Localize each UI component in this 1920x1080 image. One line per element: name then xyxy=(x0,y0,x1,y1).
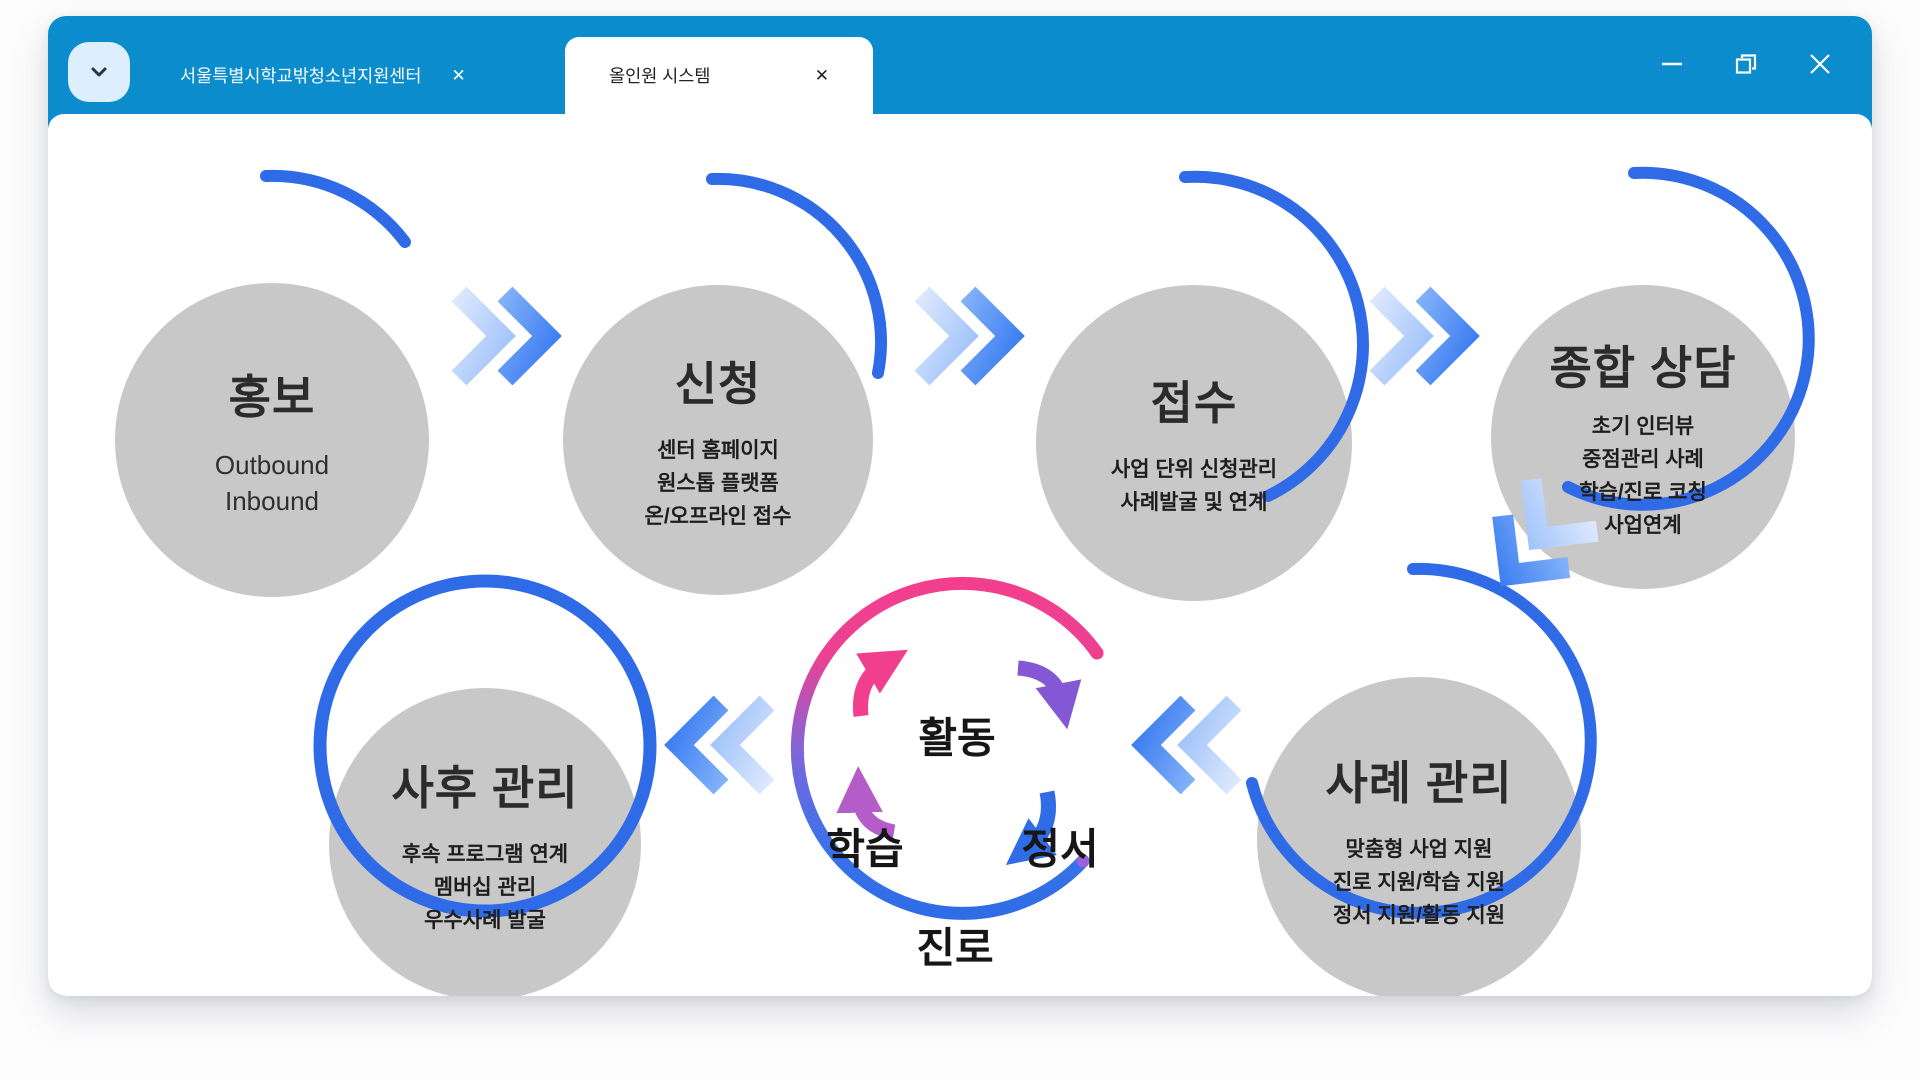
minimize-icon xyxy=(1662,62,1682,66)
chevron-down-icon xyxy=(91,67,107,77)
step-title: 접수 xyxy=(1150,377,1238,429)
tab-list-button[interactable] xyxy=(68,42,130,102)
tab-close-icon[interactable]: ✕ xyxy=(814,66,829,85)
step-line: Outbound xyxy=(214,450,330,480)
step-line: 초기 인터뷰 xyxy=(1591,415,1695,438)
step-line: 사업 단위 신청관리 xyxy=(1110,458,1278,481)
step-line: 우수사례 발굴 xyxy=(424,908,546,932)
step-line: 맞춤형 사업 지원 xyxy=(1345,837,1493,861)
tab-label: 올인원 시스템 xyxy=(609,66,711,86)
step-line: 중점관리 사례 xyxy=(1582,448,1704,471)
tab-allinone-system[interactable]: 올인원 시스템 ✕ xyxy=(565,37,873,114)
close-icon xyxy=(1810,54,1830,74)
tab-close-icon[interactable]: ✕ xyxy=(451,66,466,85)
step-line: 사례발굴 및 연계 xyxy=(1120,491,1268,514)
step-line: Inbound xyxy=(225,486,319,516)
cycle-label-career: 진로 xyxy=(916,924,994,972)
step-line: 온/오프라인 접수 xyxy=(644,504,792,528)
minimize-button[interactable] xyxy=(1660,52,1684,76)
step-line: 원스톱 플랫폼 xyxy=(657,471,779,495)
step-line: 사업연계 xyxy=(1604,514,1682,537)
step-title: 홍보 xyxy=(228,371,316,423)
step-line: 멤버십 관리 xyxy=(433,875,537,899)
step-title: 신청 xyxy=(674,357,762,410)
step-title: 사례 관리 xyxy=(1325,756,1513,809)
step-line: 진로 지원/학습 지원 xyxy=(1332,870,1506,894)
step-line: 정서 지원/활동 지원 xyxy=(1332,903,1506,927)
titlebar: 서울특별시학교밖청소년지원센터 ✕ 올인원 시스템 ✕ xyxy=(48,16,1872,114)
close-button[interactable] xyxy=(1808,52,1832,76)
step-title: 종합 상담 xyxy=(1549,342,1737,394)
restore-button[interactable] xyxy=(1734,52,1758,76)
step-title: 사후 관리 xyxy=(391,761,579,814)
app-window: 서울특별시학교밖청소년지원센터 ✕ 올인원 시스템 ✕ xyxy=(48,16,1872,996)
cycle-label-learning: 학습 xyxy=(826,825,904,873)
step-line: 후속 프로그램 연계 xyxy=(401,842,569,866)
tab-label: 서울특별시학교밖청소년지원센터 xyxy=(180,66,422,86)
cycle-label-activity: 활동 xyxy=(918,714,996,762)
tab-center-site[interactable]: 서울특별시학교밖청소년지원센터 ✕ xyxy=(156,37,490,114)
window-controls xyxy=(1660,52,1832,76)
cycle-label-emotion: 정서 xyxy=(1021,825,1099,873)
restore-icon xyxy=(1735,54,1757,74)
step-line: 학습/진로 코칭 xyxy=(1579,481,1707,504)
step-line: 센터 홈페이지 xyxy=(657,438,779,462)
step-circle-promotion xyxy=(115,283,429,597)
